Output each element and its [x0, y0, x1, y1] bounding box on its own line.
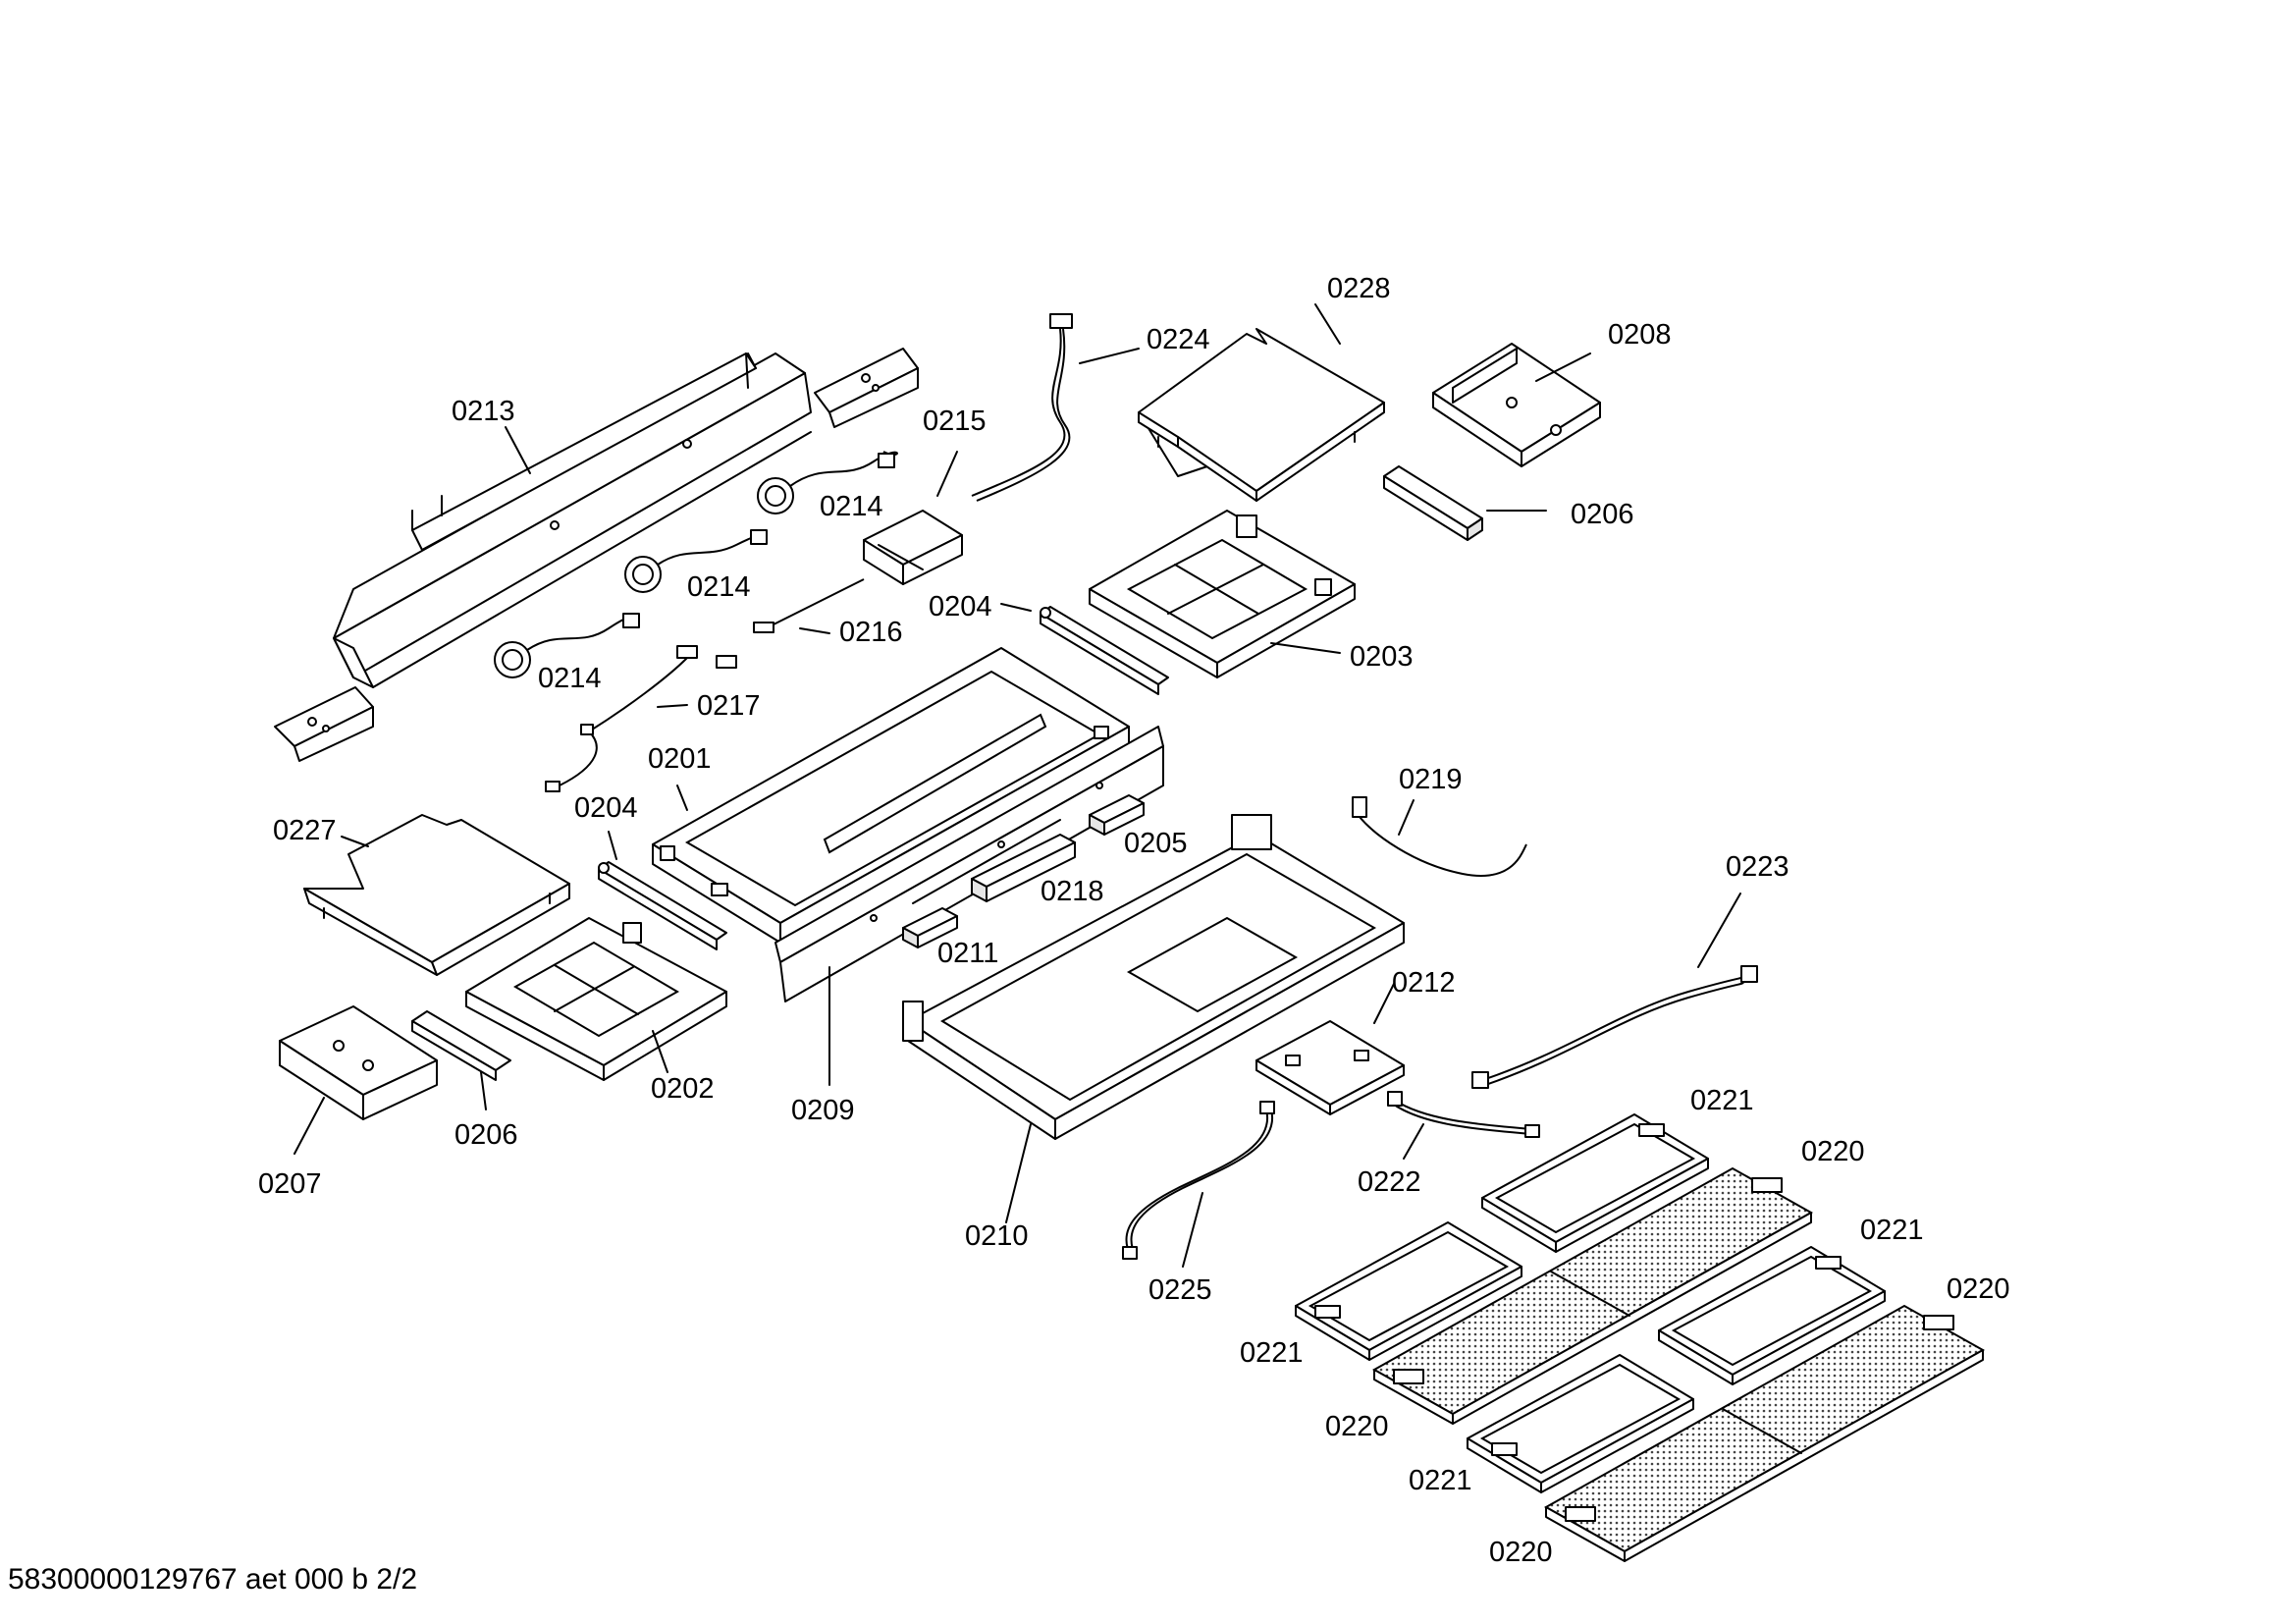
part-0204-rail-top: [1040, 606, 1169, 695]
part-0218-control: [971, 834, 1076, 902]
part-0225-cable: [1122, 1101, 1275, 1260]
part-labels: 0228 0208 0224 0213 0215 0214 0206 0214 …: [258, 273, 2010, 1568]
label-0221: 0221: [1860, 1215, 1924, 1246]
label-0206: 0206: [1571, 499, 1634, 530]
part-0213-bracket-bottom: [274, 686, 374, 762]
part-0207-bracket: [279, 1005, 438, 1120]
label-0203: 0203: [1350, 641, 1414, 673]
part-0212-pcb: [1255, 1020, 1405, 1115]
label-0224: 0224: [1147, 324, 1210, 355]
part-0214-lamp-2: [624, 529, 768, 593]
part-0228-cover: [1138, 328, 1385, 502]
label-0219: 0219: [1399, 764, 1463, 795]
label-0225: 0225: [1148, 1274, 1212, 1306]
label-0223: 0223: [1726, 851, 1789, 883]
part-0208-bracket: [1432, 343, 1601, 467]
label-0209: 0209: [791, 1095, 855, 1126]
part-0201-housing: [652, 647, 1130, 944]
label-0217: 0217: [697, 690, 761, 722]
part-0205-cap: [1089, 794, 1145, 836]
label-0210: 0210: [965, 1220, 1029, 1252]
label-0218: 0218: [1041, 876, 1104, 907]
part-0227-cover: [303, 814, 570, 976]
label-0221: 0221: [1409, 1465, 1472, 1496]
part-0217-cable: [545, 645, 737, 792]
part-0220-filter-1: [1371, 1166, 1814, 1425]
part-0221-filter-4: [1467, 1354, 1694, 1493]
part-0206-rail-top: [1383, 465, 1483, 541]
part-0223-cable: [1471, 965, 1758, 1089]
part-0213-bracket-top: [814, 348, 919, 428]
part-0214-lamp-3: [494, 613, 640, 678]
label-0220: 0220: [1801, 1136, 1865, 1167]
part-0220-filter-2: [1543, 1304, 1986, 1562]
label-0221: 0221: [1240, 1337, 1304, 1369]
label-0216: 0216: [839, 617, 903, 648]
label-0201: 0201: [648, 743, 712, 775]
label-0228: 0228: [1327, 273, 1391, 304]
label-0204: 0204: [929, 591, 992, 623]
label-0215: 0215: [923, 406, 987, 437]
part-0216-connector: [753, 578, 865, 633]
label-0212: 0212: [1392, 967, 1456, 999]
part-0209-panel: [774, 726, 1164, 1002]
label-0220: 0220: [1947, 1273, 2010, 1305]
label-0214: 0214: [820, 491, 883, 522]
part-0214-lamp-1: [757, 451, 898, 514]
leader-lines: [294, 303, 1741, 1268]
label-0222: 0222: [1358, 1166, 1421, 1198]
part-0206-rail-bottom: [411, 1010, 511, 1081]
label-0205: 0205: [1124, 828, 1188, 859]
label-0206: 0206: [454, 1119, 518, 1151]
part-0219-sensor: [1352, 796, 1527, 877]
part-0204-rail-bottom: [598, 861, 727, 950]
part-0224-wire: [971, 313, 1073, 502]
part-0221-filter-1: [1481, 1113, 1709, 1253]
label-0211: 0211: [937, 938, 998, 969]
part-0202-frame: [465, 917, 727, 1081]
label-0214: 0214: [538, 663, 602, 694]
part-0222-cable: [1387, 1091, 1540, 1138]
part-0215-transformer: [863, 510, 963, 585]
label-0214: 0214: [687, 571, 751, 603]
part-0211-cap: [902, 907, 958, 948]
label-0220: 0220: [1489, 1537, 1553, 1568]
part-0221-filter-2: [1295, 1221, 1522, 1361]
part-0213-rail: [333, 352, 812, 688]
label-0227: 0227: [273, 815, 337, 846]
label-0202: 0202: [651, 1073, 715, 1105]
part-0210-base: [902, 814, 1405, 1140]
label-0220: 0220: [1325, 1411, 1389, 1442]
document-footer: 58300000129767 aet 000 b 2/2: [8, 1563, 418, 1596]
part-0221-filter-3: [1658, 1246, 1886, 1385]
part-0203-frame: [1089, 510, 1356, 678]
label-0221: 0221: [1690, 1085, 1754, 1116]
label-0207: 0207: [258, 1168, 322, 1200]
label-0204: 0204: [574, 792, 638, 824]
label-0208: 0208: [1608, 319, 1672, 351]
label-0213: 0213: [452, 396, 515, 427]
